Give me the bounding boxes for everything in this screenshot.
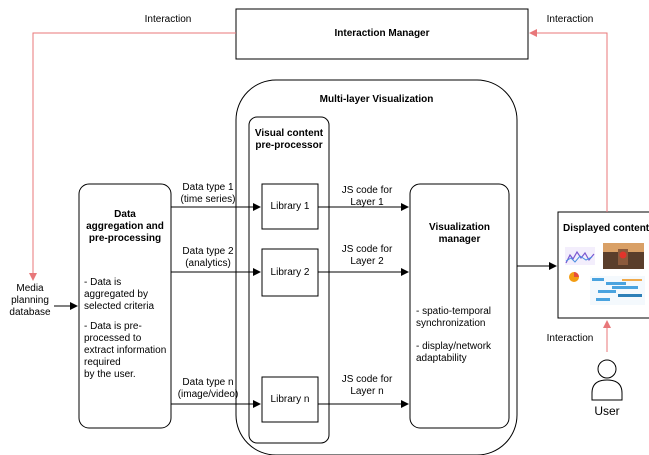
interaction-right-label: Interaction <box>546 14 594 25</box>
aggregation-bullet-1: - Data is aggregated by selected criteri… <box>84 277 170 313</box>
viz-manager-bullet-1: - spatio-temporal synchronization <box>416 306 508 330</box>
media-database-line: planning <box>11 295 49 306</box>
data-type-line: (image/video) <box>177 389 239 400</box>
aggregation-bullet-line: - Data is pre- <box>84 321 142 332</box>
media-database-label: Media planning database <box>4 283 56 319</box>
user-icon <box>591 359 623 401</box>
js-code-n: JS code for Layer n <box>332 374 402 398</box>
viz-manager-bullet-line: - spatio-temporal <box>416 306 492 317</box>
data-type-line: Data type n <box>182 377 234 388</box>
library-n-box <box>261 376 319 423</box>
data-type-line: Data type 1 <box>182 182 234 193</box>
aggregation-title-line: Data <box>114 209 136 220</box>
media-database-line: database <box>9 307 51 318</box>
data-type-1: Data type 1 (time series) <box>170 182 246 206</box>
js-code-1: JS code for Layer 1 <box>332 185 402 209</box>
js-code-2: JS code for Layer 2 <box>332 244 402 268</box>
aggregation-box <box>78 183 172 429</box>
preprocessor-title-line: Visual content <box>254 128 324 139</box>
js-code-line: Layer 2 <box>350 256 384 267</box>
library-2-box <box>261 248 319 297</box>
media-database-line: Media <box>16 283 44 294</box>
aggregation-bullet-line: by the user. <box>84 369 136 380</box>
viz-manager-title-line: manager <box>438 234 481 245</box>
js-code-line: JS code for <box>341 185 393 196</box>
viz-manager-bullet-line: adaptability <box>416 353 467 364</box>
library-2-label: Library 2 <box>270 267 310 278</box>
aggregation-bullet-line: required <box>84 357 121 368</box>
interaction-user-label: Interaction <box>546 333 594 344</box>
aggregation-title: Data aggregation and pre-processing <box>79 209 171 245</box>
data-type-n: Data type n (image/video) <box>170 377 246 401</box>
data-type-line: (analytics) <box>185 258 231 269</box>
interaction-left-label: Interaction <box>144 14 192 25</box>
aggregation-title-line: aggregation and <box>86 221 164 232</box>
data-type-2: Data type 2 (analytics) <box>170 246 246 270</box>
js-code-line: Layer 1 <box>350 197 384 208</box>
aggregation-bullet-line: processed to <box>84 333 142 344</box>
displayed-content-thumbnails <box>565 243 645 305</box>
viz-manager-title-line: Visualization <box>429 222 490 233</box>
aggregation-title-line: pre-processing <box>88 233 162 244</box>
preprocessor-title: Visual content pre-processor <box>249 128 329 152</box>
displayed-content-title: Displayed content <box>563 223 649 234</box>
preprocessor-title-line: pre-processor <box>255 140 323 151</box>
data-type-line: (time series) <box>180 194 236 205</box>
aggregation-bullet-line: - Data is <box>84 277 122 288</box>
aggregation-bullet-line: extract information <box>84 345 167 356</box>
js-code-line: JS code for <box>341 244 393 255</box>
interaction-manager-box <box>235 8 529 60</box>
multilayer-title: Multi-layer Visualization <box>319 94 434 105</box>
viz-manager-bullet-line: synchronization <box>416 318 486 329</box>
js-code-line: JS code for <box>341 374 393 385</box>
aggregation-bullet-line: aggregated by <box>84 289 148 300</box>
viz-manager-bullet-line: - display/network <box>416 341 492 352</box>
viz-manager-bullet-2: - display/network adaptability <box>416 341 508 365</box>
interaction-manager-label: Interaction Manager <box>334 28 430 39</box>
user-label: User <box>594 404 620 418</box>
library-n-label: Library n <box>270 394 310 405</box>
aggregation-bullet-line: selected criteria <box>84 301 155 312</box>
data-type-line: Data type 2 <box>182 246 234 257</box>
viz-manager-title: Visualization manager <box>410 222 509 246</box>
library-1-label: Library 1 <box>270 201 310 212</box>
aggregation-bullet-2: - Data is pre- processed to extract info… <box>84 321 170 381</box>
viz-manager-box <box>409 183 510 429</box>
js-code-line: Layer n <box>350 386 384 397</box>
